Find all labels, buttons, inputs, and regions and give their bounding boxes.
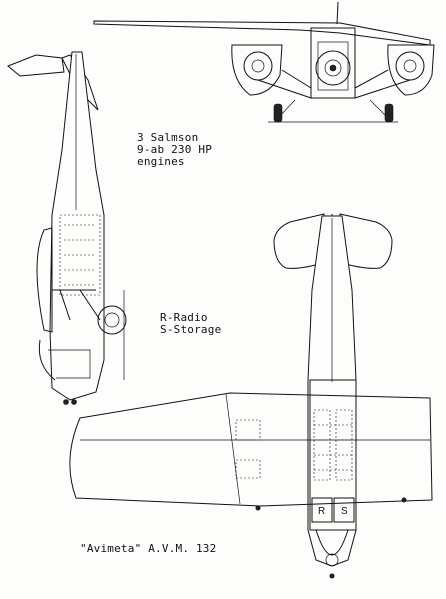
side-view: [7, 51, 127, 405]
legend-note: R-Radio S-Storage: [160, 312, 221, 336]
front-view-right-engine: [395, 51, 425, 81]
front-view-left-engine: [243, 51, 273, 81]
front-view-center-engine: [315, 50, 351, 86]
front-view-fin: [336, 1, 339, 25]
front-view-right-wheel: [384, 103, 394, 123]
front-view-left-wheel: [273, 103, 283, 123]
plan-view-wing: [69, 392, 433, 507]
side-view-wheel: [97, 305, 127, 335]
engines-line: 9-ab 230 HP: [137, 143, 213, 156]
aircraft-caption: "Avimeta" A.V.M. 132: [80, 542, 217, 555]
plan-view-radio-compartment: [311, 497, 333, 523]
plan-label-radio: R: [318, 506, 325, 517]
engines-line: engines: [137, 155, 185, 168]
front-view: [93, 1, 435, 123]
plan-view: [69, 213, 433, 579]
plan-view-right-tailplane: [337, 213, 393, 269]
engines-note: 3 Salmson 9-ab 230 HP engines: [137, 132, 212, 168]
plan-view-fuselage: [307, 215, 357, 567]
plan-view-left-tailplane: [273, 213, 327, 269]
legend-line: R-Radio: [160, 311, 208, 324]
side-view-tailplane: [7, 54, 65, 77]
plan-label-storage: S: [341, 506, 348, 517]
front-view-fuselage: [310, 27, 356, 99]
side-view-fuselage: [49, 51, 105, 401]
engines-line: 3 Salmson: [137, 131, 199, 144]
legend-line: S-Storage: [160, 323, 222, 336]
front-view-wing: [93, 20, 431, 46]
plan-view-storage-compartment: [333, 497, 355, 523]
plan-view-cabin: [309, 379, 357, 531]
